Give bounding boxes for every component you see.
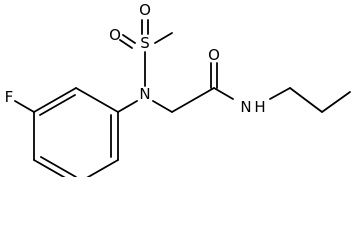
bond-propyl-3 bbox=[321, 91, 351, 113]
bond-nh-propyl-1 bbox=[269, 87, 291, 100]
oxygen-top-label: O bbox=[139, 1, 151, 19]
ring-bond-5 bbox=[86, 159, 119, 177]
bond-s-o-left-1 bbox=[122, 34, 136, 44]
nitrogen-sulfonamide-label: N bbox=[139, 85, 150, 103]
oxygen-left-label: O bbox=[109, 26, 121, 44]
hydrogen-amide-label: H bbox=[254, 98, 265, 116]
bond-n-ch2 bbox=[152, 100, 173, 113]
fluorine-label: F bbox=[5, 88, 14, 106]
ring-bond-2 bbox=[33, 87, 77, 113]
bond-n-aryl bbox=[117, 100, 138, 113]
ring-inner-bond-2 bbox=[40, 156, 77, 177]
bond-s-methyl bbox=[154, 32, 173, 44]
oxygen-carbonyl-label: O bbox=[208, 46, 220, 64]
bond-propyl-2 bbox=[289, 87, 323, 113]
bond-s-o-left-2 bbox=[119, 39, 133, 49]
bond-carbonyl-nh bbox=[213, 87, 234, 100]
ring-inner-bond-1 bbox=[39, 94, 76, 116]
bond-c-f bbox=[14, 100, 35, 113]
bond-ch2-carbonyl bbox=[171, 87, 215, 113]
ring-bond-4 bbox=[33, 159, 66, 177]
sulfur-label: S bbox=[140, 34, 150, 52]
bonds bbox=[14, 19, 351, 177]
atom-labels: S O O N F O N H bbox=[5, 1, 266, 116]
nitrogen-amide-label: N bbox=[240, 98, 251, 116]
ring-bond-1 bbox=[75, 87, 119, 113]
structural-formula-diagram: S O O N F O N H bbox=[5, 1, 351, 177]
